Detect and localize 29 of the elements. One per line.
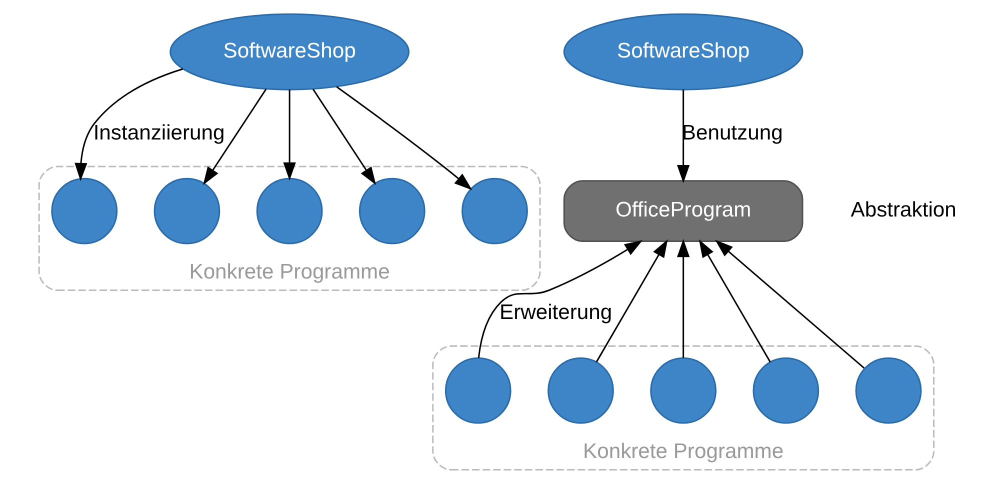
node-ellipse: SoftwareShop [169,13,409,90]
node-circle [358,178,425,244]
node-circle [50,178,118,244]
arrow [698,239,770,362]
node-circle [752,357,819,424]
arrow [595,239,668,362]
cluster: Konkrete Programme [432,345,934,471]
node-circle [650,357,716,424]
arrow [714,240,864,369]
edge-label: Instanziierung [92,122,224,145]
node-circle [461,178,528,244]
arrow [74,68,182,182]
arrow [676,90,690,184]
node-box: OfficeProgram [562,180,803,242]
node-circle [547,357,614,424]
node-label: Abstraktion [850,198,956,222]
arrow [282,90,296,181]
node-circle [256,178,322,244]
arrow [477,240,642,358]
arrow [676,239,690,358]
arrow [336,86,472,190]
node-circle [854,357,922,424]
arrow [202,88,266,186]
edge-label: Erweiterung [499,301,612,324]
node-circle [153,178,220,244]
edge-label: Benutzung [681,122,782,145]
node-circle [444,357,511,424]
arrow [312,88,376,186]
node-ellipse: SoftwareShop [562,13,803,90]
